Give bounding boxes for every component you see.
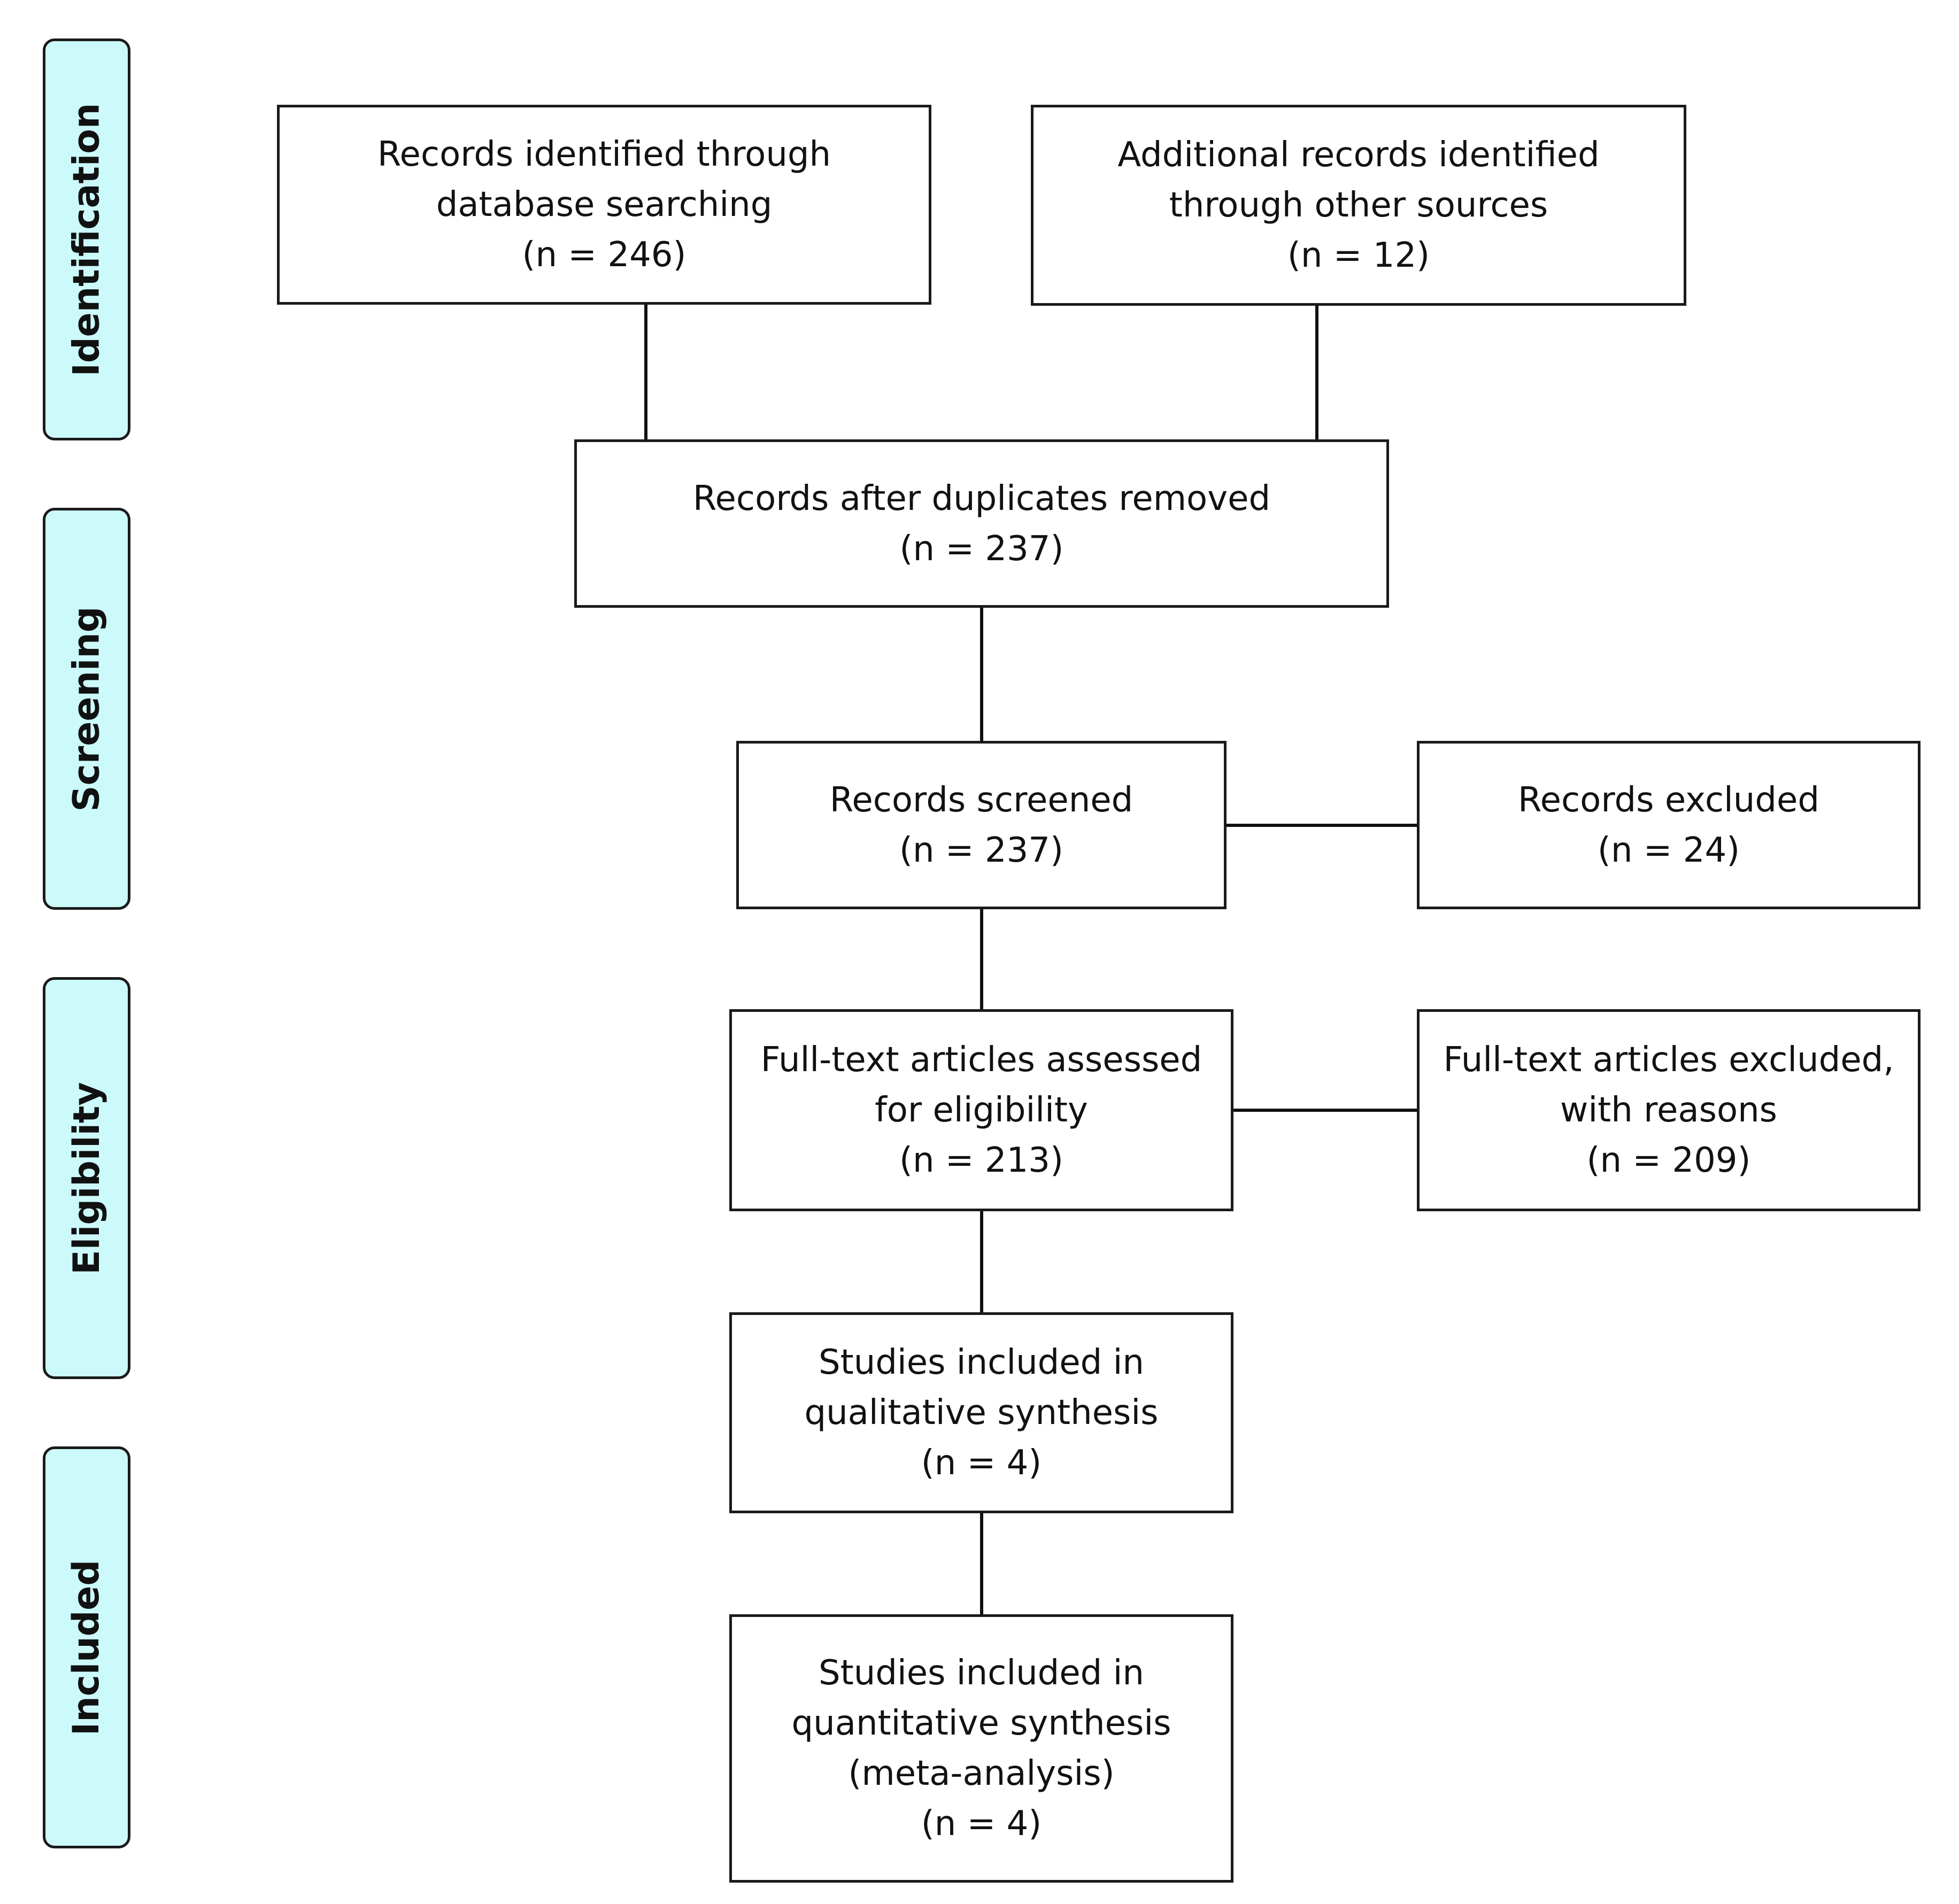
box-other-sources-count: (n = 12) xyxy=(1287,236,1430,275)
box-qualitative-synthesis-line-1: Studies included in xyxy=(819,1343,1144,1382)
box-qualitative-synthesis: Studies included in qualitative synthesi… xyxy=(729,1312,1233,1513)
box-records-screened: Records screened (n = 237) xyxy=(736,741,1227,909)
box-fulltext-assessed-line-1: Full-text articles assessed xyxy=(760,1040,1202,1080)
box-other-sources-line-1: Additional records identified xyxy=(1117,135,1600,175)
box-quantitative-synthesis-line-2: quantitative synthesis xyxy=(791,1704,1171,1743)
box-fulltext-excluded: Full-text articles excluded, with reason… xyxy=(1417,1009,1921,1211)
box-quantitative-synthesis-line-3: (meta-analysis) xyxy=(848,1754,1115,1793)
box-records-excluded: Records excluded (n = 24) xyxy=(1417,741,1921,909)
stage-identification: Identification xyxy=(43,38,130,440)
box-records-screened-count: (n = 237) xyxy=(899,830,1063,870)
box-duplicates-removed-line-1: Records after duplicates removed xyxy=(692,478,1271,518)
box-fulltext-assessed-line-2: for eligibility xyxy=(875,1090,1088,1130)
box-quantitative-synthesis-count: (n = 4) xyxy=(921,1804,1042,1844)
box-duplicates-removed-count: (n = 237) xyxy=(899,529,1064,569)
box-quantitative-synthesis-line-1: Studies included in xyxy=(819,1653,1144,1693)
box-database-search-line-2: database searching xyxy=(436,185,773,225)
stage-eligibility: Eligibility xyxy=(43,977,130,1379)
box-records-excluded-line-1: Records excluded xyxy=(1518,780,1819,820)
box-quantitative-synthesis: Studies included in quantitative synthes… xyxy=(729,1614,1233,1883)
box-other-sources: Additional records identified through ot… xyxy=(1031,105,1686,306)
stage-screening: Screening xyxy=(43,508,130,910)
box-fulltext-excluded-line-1: Full-text articles excluded, xyxy=(1443,1040,1894,1080)
box-database-search: Records identified through database sear… xyxy=(277,105,931,305)
box-fulltext-excluded-line-2: with reasons xyxy=(1560,1090,1778,1130)
box-other-sources-line-2: through other sources xyxy=(1169,185,1548,225)
box-qualitative-synthesis-count: (n = 4) xyxy=(921,1443,1042,1483)
box-database-search-line-1: Records identified through xyxy=(377,135,831,174)
box-database-search-count: (n = 246) xyxy=(522,235,687,275)
stage-included: Included xyxy=(43,1446,130,1848)
box-records-screened-line-1: Records screened xyxy=(829,780,1133,820)
box-duplicates-removed: Records after duplicates removed (n = 23… xyxy=(574,439,1389,608)
box-fulltext-excluded-count: (n = 209) xyxy=(1586,1141,1751,1180)
box-fulltext-assessed-count: (n = 213) xyxy=(899,1141,1063,1180)
box-qualitative-synthesis-line-2: qualitative synthesis xyxy=(804,1393,1159,1433)
box-fulltext-assessed: Full-text articles assessed for eligibil… xyxy=(729,1009,1233,1211)
box-records-excluded-count: (n = 24) xyxy=(1597,830,1740,870)
